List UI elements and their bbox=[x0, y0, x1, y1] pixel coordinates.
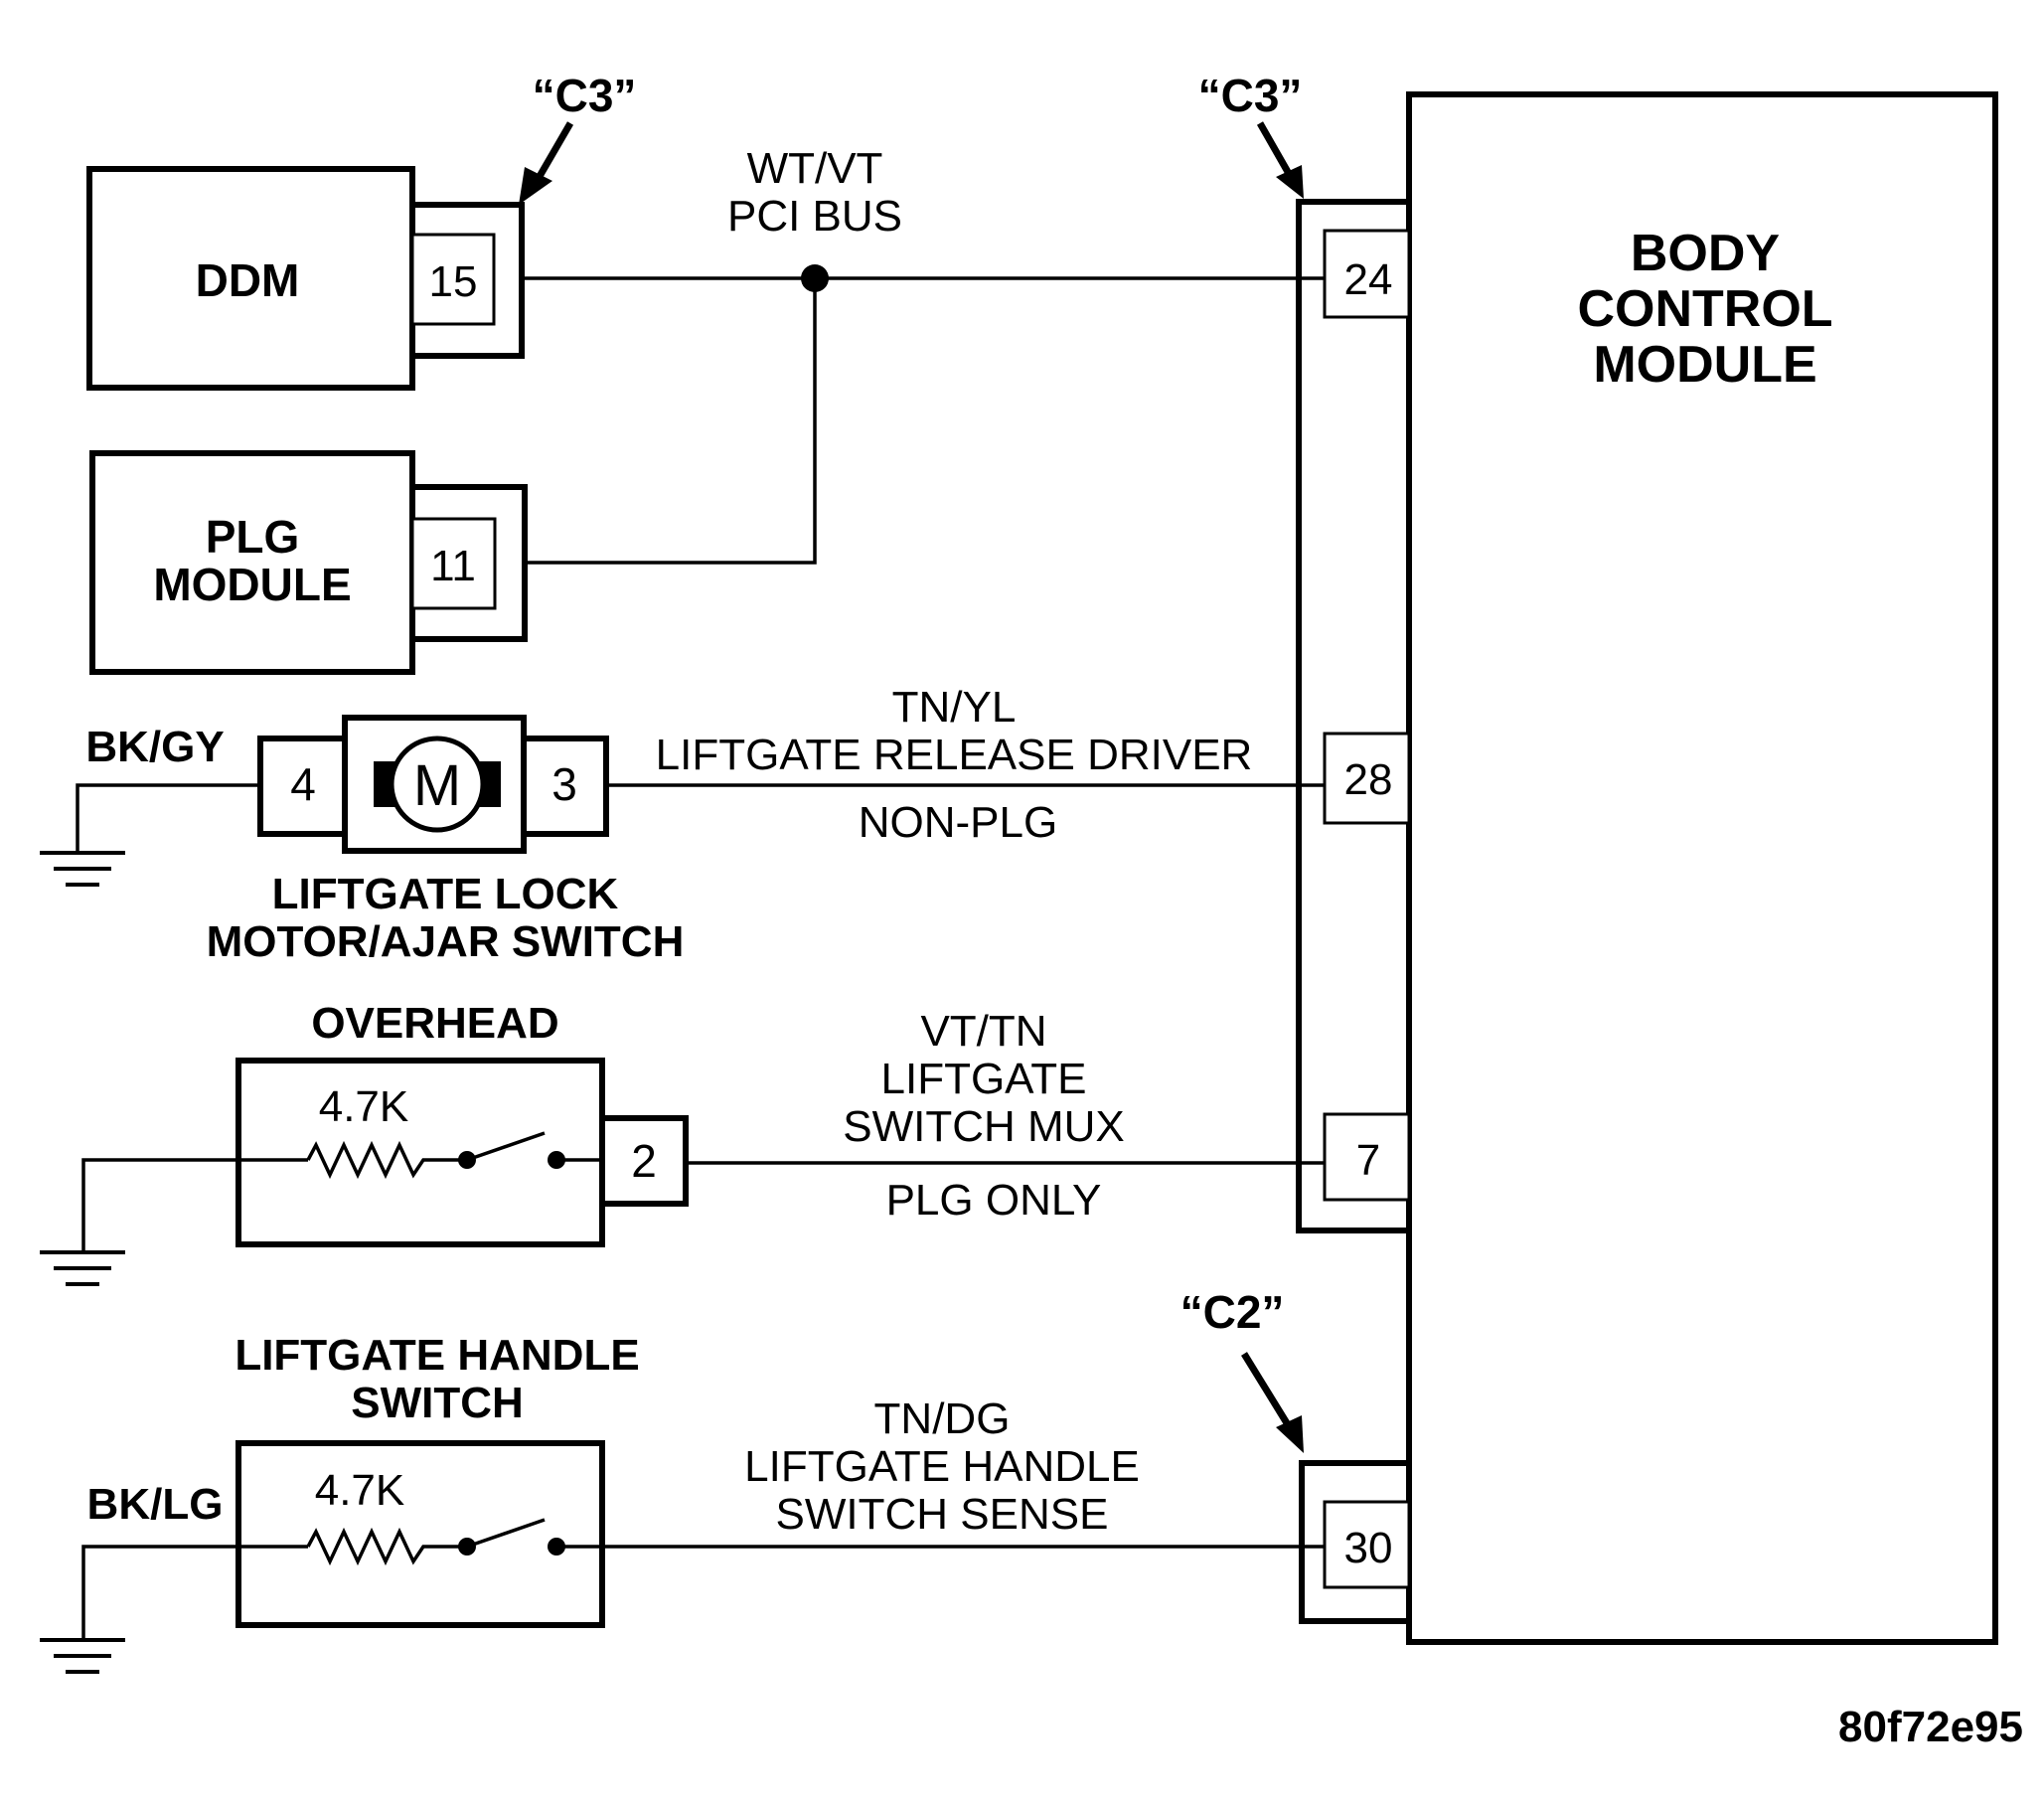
handle-wire-color: TN/DG bbox=[874, 1394, 1011, 1443]
switch-icon bbox=[458, 1131, 565, 1169]
handle-switch-box bbox=[236, 1440, 605, 1628]
lock-motor-label-line-1: LIFTGATE LOCK bbox=[272, 870, 619, 918]
handle-switch-title-line-1: LIFTGATE HANDLE bbox=[235, 1331, 639, 1380]
handle-switch-title-line-2: SWITCH bbox=[351, 1379, 524, 1427]
motor-icon: M bbox=[374, 736, 501, 833]
release-wire-name: LIFTGATE RELEASE DRIVER bbox=[656, 731, 1253, 779]
handle-wire-name-line-2: SWITCH SENSE bbox=[776, 1490, 1109, 1539]
lock-motor-label-line-2: MOTOR/AJAR SWITCH bbox=[207, 917, 685, 966]
handle-switch-ground-wire-color: BK/LG bbox=[87, 1480, 224, 1529]
handle-wire-name-line-1: LIFTGATE HANDLE bbox=[744, 1442, 1140, 1491]
plg-module-box bbox=[89, 450, 415, 675]
pci-bus-color: WT/VT bbox=[747, 144, 883, 193]
plg-module-pin-box bbox=[410, 517, 497, 610]
ground-icon bbox=[40, 851, 125, 887]
handle-switch-resistor-value: 4.7K bbox=[315, 1466, 405, 1515]
figure-id: 80f72e95 bbox=[1838, 1703, 2023, 1751]
c3-label-left: “C3” bbox=[533, 70, 637, 121]
bcm-pin-7: 7 bbox=[1356, 1136, 1380, 1185]
overhead-box bbox=[236, 1058, 605, 1247]
c3-arrow-left-icon bbox=[519, 121, 574, 205]
release-wire-note: NON-PLG bbox=[859, 798, 1057, 847]
bcm-label-line-3: MODULE bbox=[1593, 336, 1816, 394]
bcm-pin-30: 30 bbox=[1344, 1524, 1393, 1572]
c2-label: “C2” bbox=[1180, 1286, 1285, 1338]
ddm-box bbox=[86, 166, 415, 391]
ddm-pin-box bbox=[410, 233, 496, 326]
motor-symbol: M bbox=[413, 753, 461, 818]
overhead-connector bbox=[599, 1115, 689, 1207]
ddm-label: DDM bbox=[196, 254, 300, 306]
plg-module-label-line-1: PLG bbox=[206, 511, 300, 563]
resistor-icon bbox=[306, 1527, 467, 1566]
mux-wire-name-line-1: LIFTGATE bbox=[881, 1055, 1087, 1103]
plg-module-label-line-2: MODULE bbox=[153, 559, 351, 610]
c2-arrow-icon bbox=[1241, 1352, 1304, 1453]
release-wire-color: TN/YL bbox=[892, 683, 1017, 732]
bcm-pin-30-box bbox=[1323, 1500, 1411, 1589]
bcm-label: BODY CONTROL MODULE bbox=[1577, 225, 1832, 394]
lock-motor-left-connector bbox=[257, 736, 348, 837]
lock-motor-pin-left: 4 bbox=[290, 758, 316, 810]
pci-bus-name: PCI BUS bbox=[727, 192, 902, 241]
ground-icon bbox=[40, 1638, 125, 1674]
bcm-pin-7-box bbox=[1323, 1112, 1411, 1202]
c3-arrow-right-icon bbox=[1256, 121, 1304, 199]
overhead-ground-wire bbox=[81, 1158, 308, 1252]
bcm-pin-28: 28 bbox=[1344, 755, 1393, 804]
bcm-label-line-2: CONTROL bbox=[1577, 280, 1832, 338]
bcm-c3-connector bbox=[1296, 199, 1412, 1233]
bcm-pin-24-box bbox=[1323, 229, 1411, 319]
mux-wire-note: PLG ONLY bbox=[886, 1176, 1102, 1225]
mux-wire-name-line-2: SWITCH MUX bbox=[843, 1102, 1125, 1151]
bcm-pin-24: 24 bbox=[1344, 255, 1393, 304]
switch-icon bbox=[458, 1518, 565, 1556]
overhead-title: OVERHEAD bbox=[311, 999, 558, 1048]
body-control-module-box bbox=[1406, 91, 1998, 1645]
overhead-resistor-value: 4.7K bbox=[319, 1082, 409, 1131]
bcm-label-line-1: BODY bbox=[1631, 225, 1780, 282]
bcm-pin-28-box bbox=[1323, 732, 1411, 825]
overhead-pin: 2 bbox=[631, 1135, 657, 1187]
lock-motor-pin-right: 3 bbox=[551, 758, 577, 810]
lock-motor-ground-wire bbox=[76, 783, 260, 853]
pci-bus-branch-wire bbox=[525, 278, 817, 565]
ddm-pin: 15 bbox=[429, 257, 478, 306]
lock-motor-ground-wire-color: BK/GY bbox=[85, 723, 224, 771]
splice-dot-icon bbox=[801, 264, 829, 292]
ground-icon bbox=[40, 1250, 125, 1286]
handle-switch-ground-wire bbox=[81, 1545, 308, 1640]
mux-wire-color: VT/TN bbox=[920, 1007, 1046, 1056]
plg-module-pin: 11 bbox=[430, 542, 476, 590]
resistor-icon bbox=[306, 1140, 467, 1180]
c3-label-right: “C3” bbox=[1198, 70, 1303, 121]
